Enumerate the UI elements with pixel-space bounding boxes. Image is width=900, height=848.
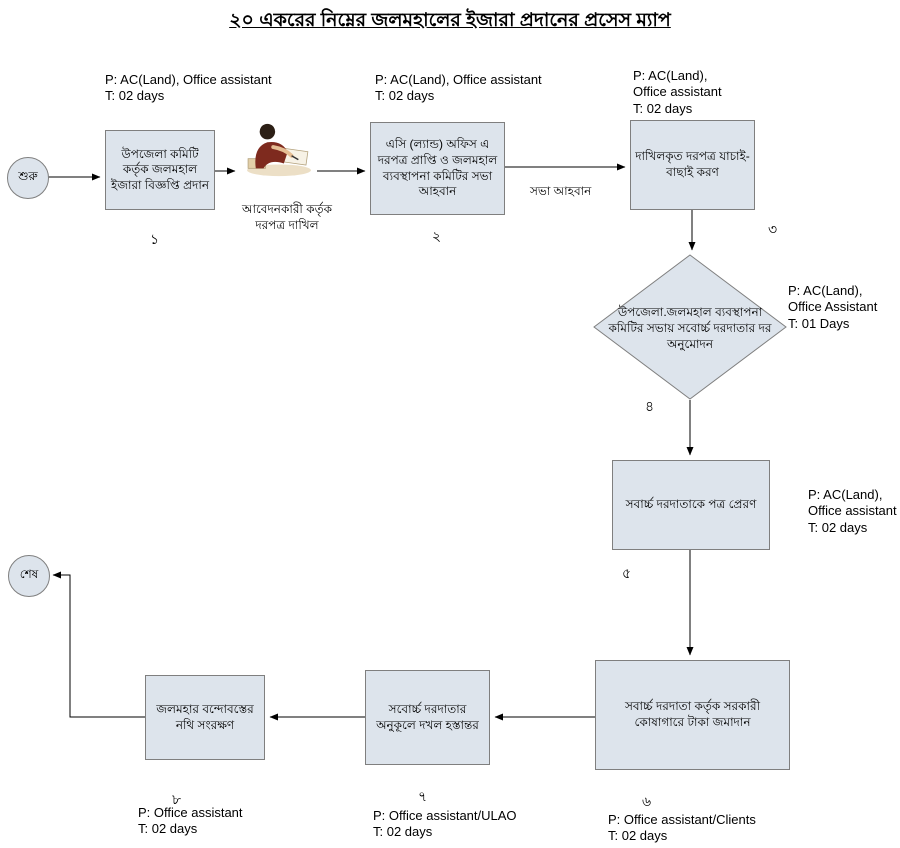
step6-number: ৬ <box>642 793 652 809</box>
step2-label: এসি (ল্যান্ড) অফিস এ দরপত্র প্রাপ্তি ও জ… <box>377 137 498 199</box>
step1-label: উপজেলা কমিটি কর্তৃক জলমহাল ইজারা বিজ্ঞপ্… <box>110 146 209 192</box>
step2-box: এসি (ল্যান্ড) অফিস এ দরপত্র প্রাপ্তি ও জ… <box>370 122 505 215</box>
step8-annotation: P: Office assistant T: 02 days <box>138 805 243 837</box>
step1-annotation: P: AC(Land), Office assistant T: 02 days <box>105 72 272 104</box>
edge-label-meeting-call: সভা আহবান <box>530 184 592 198</box>
step5-box: সবার্চ্চ দরদাতাকে পত্র প্রেরণ <box>612 460 770 550</box>
step4-decision-label: উপজেলা.জলমহাল ব্যবস্থাপনা কমিটির সভায় স… <box>608 304 772 352</box>
step7-box: সবোর্চ্চ দরদাতার অনুকূলে দখল হস্তান্তর <box>365 670 490 765</box>
step3-annotation: P: AC(Land), Office assistant T: 02 days <box>633 68 722 116</box>
start-label: শুরু <box>18 169 38 183</box>
step7-annotation: P: Office assistant/ULAO T: 02 days <box>373 808 517 840</box>
start-node: শুরু <box>7 157 49 199</box>
step7-label: সবোর্চ্চ দরদাতার অনুকূলে দখল হস্তান্তর <box>376 701 479 732</box>
end-node: শেষ <box>8 555 50 597</box>
step8-box: জলমহার বন্দোবস্তের নথি সংরক্ষণ <box>145 675 265 760</box>
step5-annotation: P: AC(Land), Office assistant T: 02 days <box>808 487 897 535</box>
step2-annotation: P: AC(Land), Office assistant T: 02 days <box>375 72 542 104</box>
applicant-person-icon <box>240 120 318 178</box>
step1-number: ১ <box>150 231 160 247</box>
step6-annotation: P: Office assistant/Clients T: 02 days <box>608 812 756 844</box>
step7-number: ৭ <box>418 788 428 804</box>
step3-box: দাখিলকৃত দরপত্র যাচাই-বাছাই করণ <box>630 120 755 210</box>
step1-box: উপজেলা কমিটি কর্তৃক জলমহাল ইজারা বিজ্ঞপ্… <box>105 130 215 210</box>
step3-number: ৩ <box>768 221 778 237</box>
step4-annotation: P: AC(Land), Office Assistant T: 01 Days <box>788 283 878 331</box>
step3-label: দাখিলকৃত দরপত্র যাচাই-বাছাই করণ <box>635 149 750 179</box>
connector-step8-end <box>52 571 145 718</box>
step5-label: সবার্চ্চ দরদাতাকে পত্র প্রেরণ <box>625 497 757 512</box>
step6-box: সবার্চ্চ দরদাতা কর্তৃক সরকারী কোষাগারে ট… <box>595 660 790 770</box>
page-title: ২০ একরের নিম্নের জলমহালের ইজারা প্রদানের… <box>229 10 671 31</box>
step8-number: ৮ <box>172 791 182 807</box>
step8-label: জলমহার বন্দোবস্তের নথি সংরক্ষণ <box>156 701 254 732</box>
applicant-caption: আবেদনকারী কর্তৃক দরপত্র দাখিল <box>241 202 332 232</box>
end-label: শেষ <box>19 567 39 581</box>
step2-number: ২ <box>432 228 442 244</box>
step5-number: ৫ <box>622 565 632 581</box>
step4-number: ৪ <box>645 398 655 414</box>
step6-label: সবার্চ্চ দরদাতা কর্তৃক সরকারী কোষাগারে ট… <box>624 699 761 729</box>
